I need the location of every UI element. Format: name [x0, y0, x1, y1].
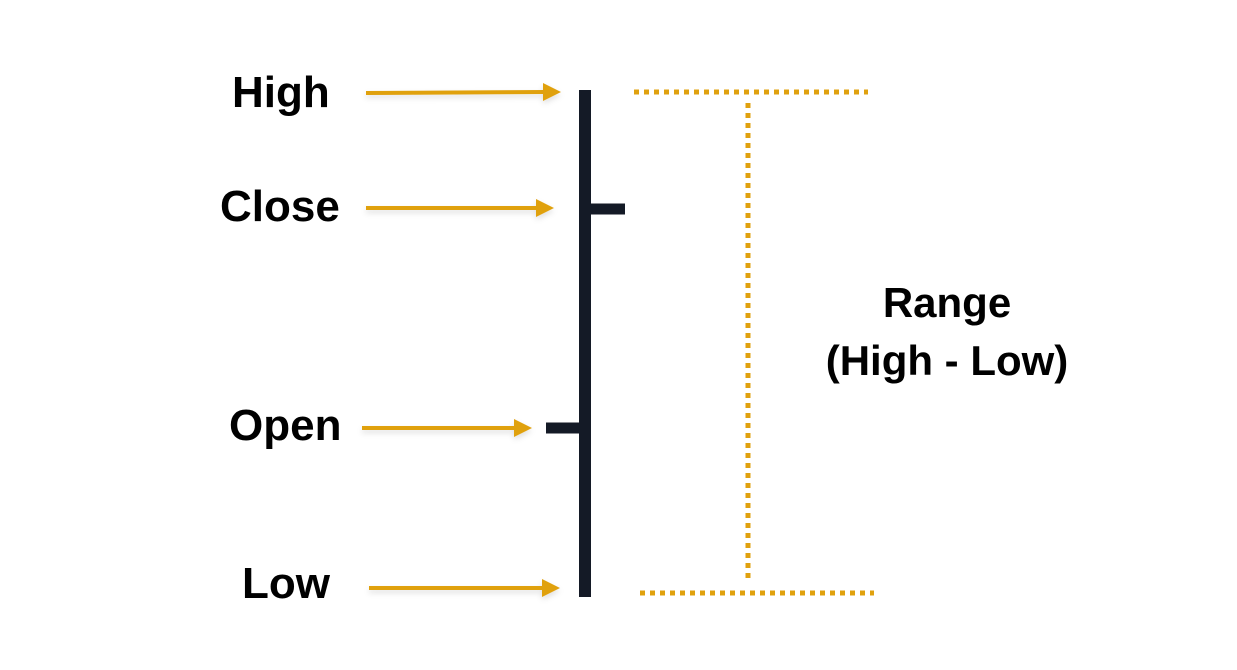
close-label: Close: [220, 182, 340, 231]
close-arrow-head: [536, 199, 554, 217]
range-title: Range: [883, 279, 1011, 326]
range-formula: (High - Low): [826, 337, 1069, 384]
high-label: High: [232, 68, 330, 117]
open-arrow-head: [514, 419, 532, 437]
high-arrow-head: [543, 83, 561, 101]
low-arrow-head: [542, 579, 560, 597]
open-label: Open: [229, 401, 341, 450]
high-arrow: [365, 90, 546, 95]
low-label: Low: [242, 559, 331, 608]
range-lines: [634, 89, 874, 596]
ohlc-bar: [546, 90, 625, 597]
arrows-group: [362, 83, 561, 597]
